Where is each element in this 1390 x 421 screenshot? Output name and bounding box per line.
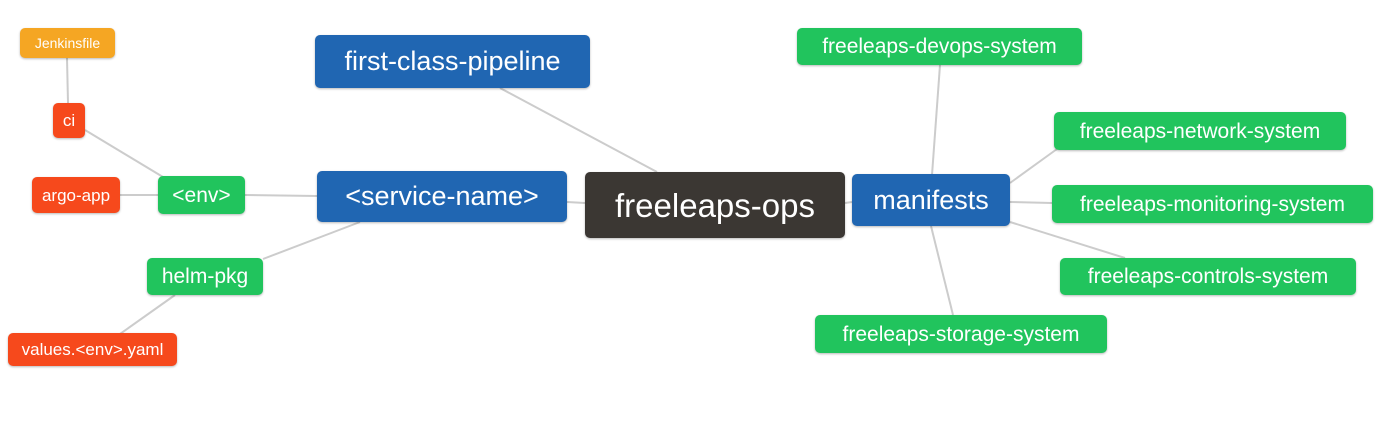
node-freeleaps-storage-system[interactable]: freeleaps-storage-system (815, 315, 1107, 353)
edge-servicename-freeleapsops (566, 201, 586, 204)
node-freeleaps-monitoring-system[interactable]: freeleaps-monitoring-system (1052, 185, 1373, 223)
node-freeleaps-devops-system[interactable]: freeleaps-devops-system (797, 28, 1082, 65)
node-freeleaps-controls-system[interactable]: freeleaps-controls-system (1060, 258, 1356, 295)
edge-servicename-helmpkg (262, 221, 361, 260)
node-env[interactable]: <env> (158, 176, 245, 214)
edge-manifests-network (1009, 148, 1058, 184)
node-freeleaps-ops[interactable]: freeleaps-ops (585, 172, 845, 238)
node-freeleaps-network-system[interactable]: freeleaps-network-system (1054, 112, 1346, 150)
edge-manifests-monitoring (1009, 201, 1053, 204)
edge-jenkinsfile-ci (66, 57, 69, 104)
node-argo-app[interactable]: argo-app (32, 177, 120, 213)
edge-pipeline-freeleapsops (499, 87, 658, 173)
node-helm-pkg[interactable]: helm-pkg (147, 258, 263, 295)
node-manifests[interactable]: manifests (852, 174, 1010, 226)
edge-manifests-devops (931, 64, 941, 176)
node-first-class-pipeline[interactable]: first-class-pipeline (315, 35, 590, 88)
edge-helmpkg-valuesyaml (119, 294, 176, 335)
node-ci[interactable]: ci (53, 103, 85, 138)
node-jenkinsfile[interactable]: Jenkinsfile (20, 28, 115, 58)
edge-env-servicename (244, 194, 318, 197)
node-service-name[interactable]: <service-name> (317, 171, 567, 222)
edge-manifests-storage (930, 225, 954, 316)
node-values-env-yaml[interactable]: values.<env>.yaml (8, 333, 177, 366)
edge-ci-env (84, 129, 164, 178)
edge-manifests-controls (1009, 221, 1126, 259)
edge-freeleapsops-manifests (844, 201, 853, 204)
